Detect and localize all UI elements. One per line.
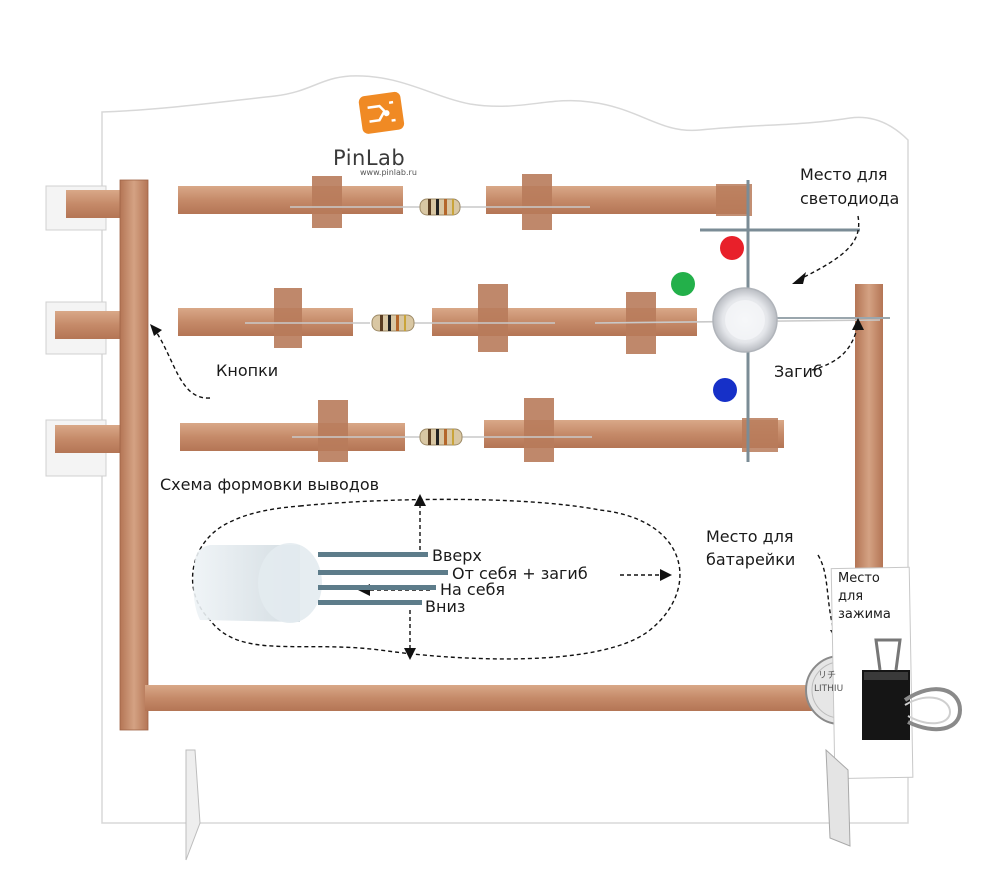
lead-down-label: Вниз xyxy=(425,597,466,616)
clamp-label-line: зажима xyxy=(838,607,891,622)
copper-right-rail xyxy=(855,284,883,569)
row-1-strips xyxy=(178,174,752,230)
lead-scheme-title: Схема формовки выводов xyxy=(160,475,380,494)
row-2-strips xyxy=(178,284,697,354)
bend-label: Загиб xyxy=(774,362,823,381)
led-place-label-line1: Место для xyxy=(800,165,888,184)
copper-bottom-rail xyxy=(145,685,860,711)
circuit-chip-icon xyxy=(358,91,405,134)
brand-url: www.pinlab.ru xyxy=(360,168,417,177)
red-dot xyxy=(720,236,744,260)
resistor-icon xyxy=(371,198,463,446)
battery-place-label-line2: батарейки xyxy=(706,550,796,569)
clamp-label-line: для xyxy=(838,589,864,604)
copper-left-rail xyxy=(120,180,148,730)
binder-clip-icon xyxy=(862,638,963,740)
led-side-view-icon xyxy=(193,543,448,623)
battery-brand-text: LITHIU xyxy=(814,684,844,694)
rgb-led-icon xyxy=(712,287,778,353)
lead-toward-label: На себя xyxy=(440,580,506,599)
led-place-label-line2: светодиода xyxy=(800,189,900,208)
lead-away-bend-label: От себя + загиб xyxy=(452,564,588,583)
green-dot xyxy=(671,272,695,296)
board-stands xyxy=(185,748,851,861)
lead-up-label: Вверх xyxy=(432,546,482,565)
battery-place-label-line1: Место для xyxy=(706,527,794,546)
blue-dot xyxy=(713,378,737,402)
clamp-place-label: Место для зажима xyxy=(838,570,906,624)
battery-jp-text: リチ xyxy=(818,671,837,681)
brand-name: PinLab xyxy=(333,146,406,170)
board xyxy=(101,75,909,824)
clamp-label-line: Место xyxy=(838,571,880,586)
buttons-label: Кнопки xyxy=(216,361,279,380)
